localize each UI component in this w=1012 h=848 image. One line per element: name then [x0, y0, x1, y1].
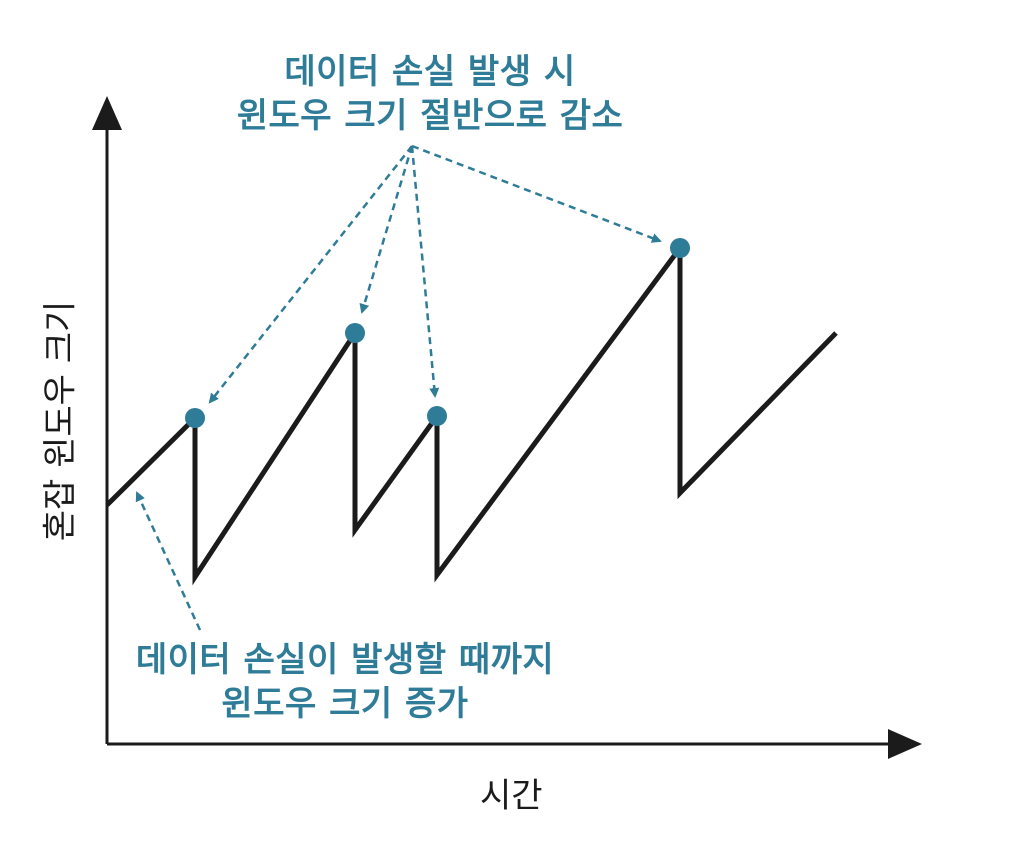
annotation-bottom-line1: 데이터 손실이 발생할 때까지: [135, 640, 555, 680]
x-axis-arrowhead: [888, 729, 922, 759]
y-axis-arrowhead: [92, 96, 122, 130]
dashed-arrow-to-loss-1: [208, 145, 413, 404]
dashed-arrow-to-loss-3: [410, 145, 440, 398]
x-axis-label: 시간: [480, 776, 543, 816]
annotation-top-line2: 윈도우 크기 절반으로 감소: [236, 96, 624, 136]
loss-point-1: [185, 408, 205, 428]
congestion-window-line: [105, 240, 838, 586]
annotation-top-line1: 데이터 손실 발생 시: [284, 52, 576, 92]
loss-point-2: [345, 323, 365, 343]
annotation-window-increase: 데이터 손실이 발생할 때까지 윈도우 크기 증가: [120, 638, 570, 726]
annotation-bottom-line2: 윈도우 크기 증가: [221, 684, 469, 724]
annotation-window-halved: 데이터 손실 발생 시 윈도우 크기 절반으로 감소: [200, 50, 660, 138]
dashed-arrow-to-loss-2: [359, 145, 414, 314]
dashed-arrow-to-increase: [135, 491, 202, 631]
y-axis-label: 혼잡 윈도우 크기: [40, 300, 81, 542]
loss-point-3: [427, 406, 447, 426]
dashed-arrow-to-loss-4: [411, 144, 662, 243]
loss-point-4: [670, 238, 690, 258]
